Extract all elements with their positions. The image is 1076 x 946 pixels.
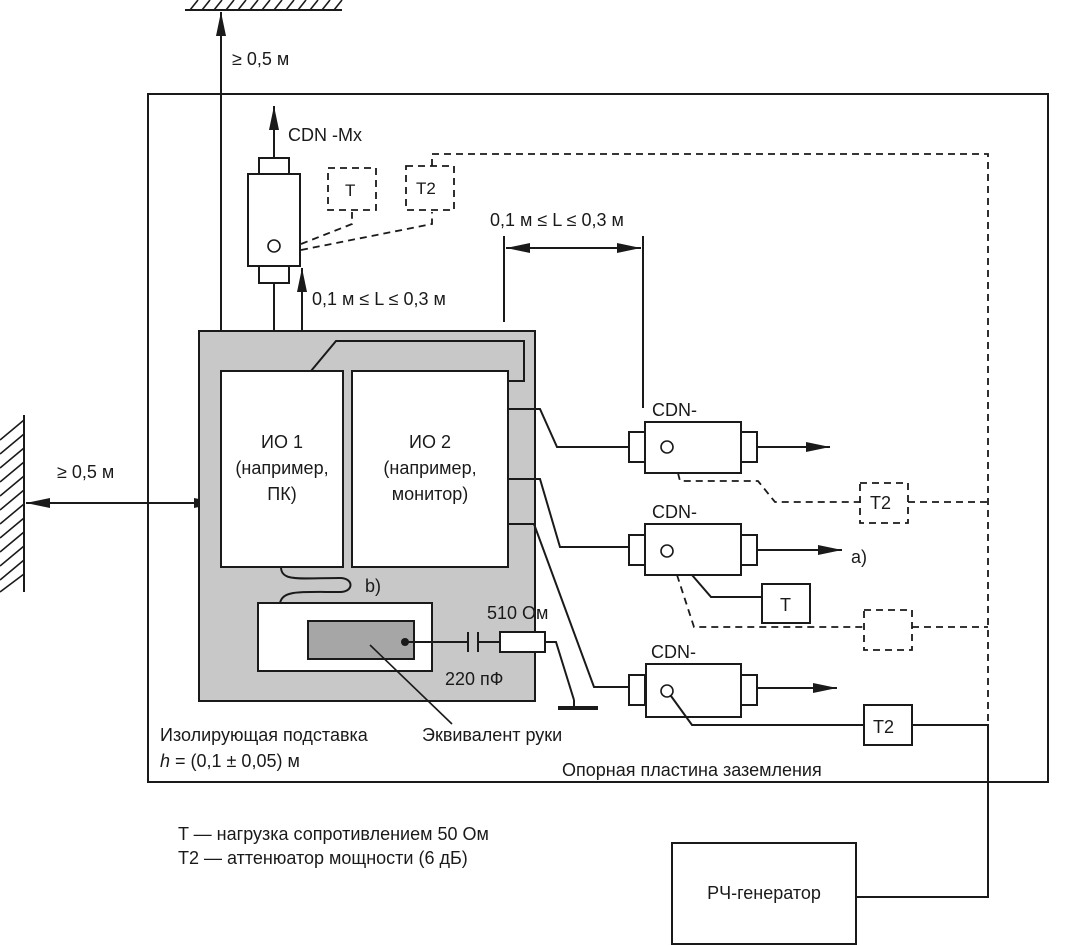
- eut1-title: ИО 1: [261, 432, 303, 452]
- cdn-2-port-icon: [660, 544, 674, 558]
- vertical-length-label: 0,1 м ≤ L ≤ 0,3 м: [312, 289, 446, 309]
- cdn-mx-optional-T: [327, 167, 377, 211]
- eut1-example: ПК): [267, 484, 296, 504]
- cdn-mx: [247, 106, 301, 370]
- cable-to-cdn-3: [508, 523, 630, 688]
- cdn-1-port-icon: [660, 440, 674, 454]
- note-b: b): [365, 576, 381, 596]
- cdn-3-T2-box: [863, 704, 913, 746]
- left-clearance-label: ≥ 0,5 м: [57, 462, 114, 482]
- cdn-3: [628, 663, 989, 898]
- cdn-2-T-label: T: [780, 595, 791, 615]
- cdn-1-T2-box: [859, 482, 909, 524]
- ground-reference-plane: [147, 93, 1049, 783]
- cdn-1-label: CDN-: [652, 400, 697, 420]
- top-clearance-label: ≥ 0,5 м: [232, 49, 289, 69]
- eut2-example: монитор): [392, 484, 468, 504]
- rf-generator-box: [671, 842, 857, 945]
- cdn-2-T-box: [761, 583, 811, 624]
- cdn-3-T2-label: T2: [873, 717, 894, 737]
- top-wall-hatch: [185, 0, 343, 11]
- cable-to-cdn-1: [508, 408, 630, 448]
- hand-label-leader: [369, 644, 453, 725]
- dashed-return-line: [431, 153, 989, 762]
- hand-simulator-label: Эквивалент руки: [422, 725, 562, 745]
- cdn-3-port-icon: [660, 684, 674, 698]
- resistor-icon: [499, 631, 546, 653]
- resistor-label: 510 Ом: [487, 603, 548, 623]
- cdn-mx-optional-T2: [405, 165, 455, 211]
- cdn-mx-T-label: T: [345, 181, 355, 200]
- cdn-2-label: CDN-: [652, 502, 697, 522]
- eut2-subtitle: (например,: [383, 458, 476, 478]
- ground-plane-label: Опорная пластина заземления: [562, 760, 822, 780]
- eut2-title: ИО 2: [409, 432, 451, 452]
- cdn-2: [628, 523, 988, 651]
- cdn-1: [628, 421, 988, 524]
- note-a: a): [851, 547, 867, 567]
- rf-feed-line: [855, 724, 989, 898]
- cdn-mx-label: CDN -Mx: [288, 125, 362, 145]
- support-height-label: h = (0,1 ± 0,05) м: [160, 751, 300, 771]
- hand-electrode: [307, 620, 415, 660]
- cdn-mx-T2-label: T2: [416, 179, 436, 198]
- cable-to-cdn-2: [508, 478, 630, 548]
- eut1-eut2-cable: [310, 340, 525, 382]
- capacitor-label: 220 пФ: [445, 669, 503, 689]
- rf-generator-label: РЧ-генератор: [707, 883, 821, 903]
- left-wall-hatch: [0, 415, 25, 593]
- cdn-2-optional-box: [863, 609, 913, 651]
- eut2-box: [351, 370, 509, 568]
- legend-T2: T2 — аттенюатор мощности (6 дБ): [178, 848, 468, 868]
- cdn-port-icon: [267, 239, 281, 253]
- legend-T: T — нагрузка сопротивлением 50 Ом: [178, 824, 489, 844]
- horizontal-length-label: 0,1 м ≤ L ≤ 0,3 м: [490, 210, 624, 230]
- cdn-3-label: CDN-: [651, 642, 696, 662]
- cdn-1-T2-label: T2: [870, 493, 891, 513]
- cable-b: [279, 566, 352, 604]
- eut1-box: [220, 370, 344, 568]
- support-label: Изолирующая подставка: [160, 725, 369, 745]
- eut1-subtitle: (например,: [235, 458, 328, 478]
